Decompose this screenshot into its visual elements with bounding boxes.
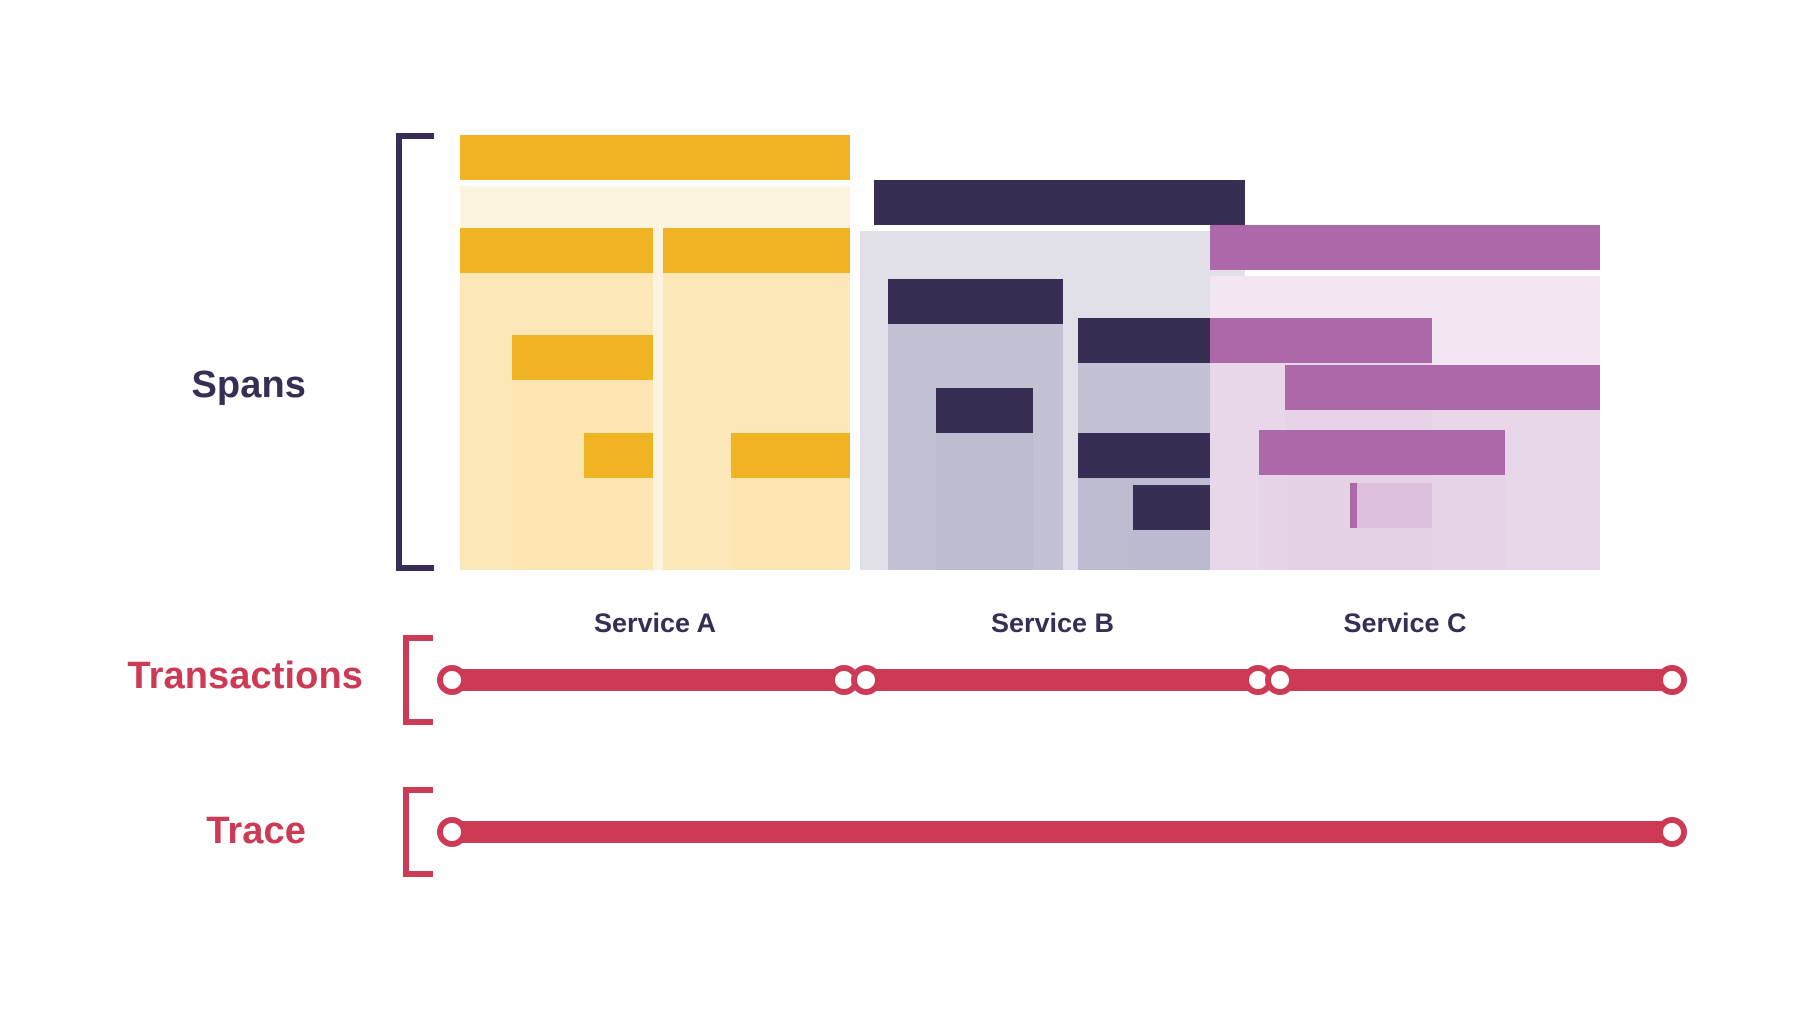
timeline-end-node — [1657, 665, 1687, 695]
service-group-a: Service A — [460, 0, 850, 638]
transactions-timeline — [0, 660, 1800, 700]
service-group-b: Service B — [860, 0, 1245, 638]
span-bar-head — [1357, 430, 1505, 475]
timeline-segment — [1280, 669, 1672, 691]
span-bar-head — [936, 388, 1033, 433]
timeline-start-node — [437, 817, 467, 847]
trace-timeline — [0, 812, 1800, 852]
span-bar-head — [584, 433, 653, 478]
row-label-spans: Spans — [191, 364, 306, 406]
span-bar-head — [888, 279, 1063, 324]
spans-bracket — [396, 133, 434, 571]
service-label: Service B — [990, 608, 1115, 638]
service-label: Service C — [1343, 608, 1467, 638]
span-bar-head — [1210, 318, 1432, 363]
span-bar — [460, 135, 850, 180]
span-bar-head — [460, 135, 850, 180]
timeline-start-node — [851, 665, 881, 695]
span-bar-head — [1133, 485, 1217, 530]
span-bar-head — [1078, 318, 1217, 363]
span-bar-head — [874, 180, 1245, 225]
span-bar — [1357, 430, 1505, 570]
timeline-segment — [866, 669, 1258, 691]
span-bar — [731, 433, 850, 570]
span-bar-head — [1078, 433, 1217, 478]
span-bar — [584, 433, 653, 570]
timeline-segment — [452, 821, 1672, 843]
trace-bracket — [403, 787, 433, 877]
span-bar — [936, 388, 1033, 570]
span-bar-head — [460, 228, 653, 273]
timeline-end-node — [1657, 817, 1687, 847]
span-bar-head — [731, 433, 850, 478]
row-label-trace: Trace — [206, 810, 306, 852]
timeline-segment — [452, 669, 844, 691]
span-bar — [1133, 485, 1217, 570]
transactions-bracket — [403, 635, 433, 725]
span-bar-head — [663, 228, 850, 273]
service-group-c: Service C — [1210, 0, 1600, 638]
span-bar — [1210, 225, 1600, 270]
timeline-start-node — [437, 665, 467, 695]
service-label: Service A — [593, 608, 717, 638]
spans-chart: Service A Service B Service C — [460, 0, 1600, 638]
timeline-start-node — [1265, 665, 1295, 695]
span-bar — [874, 180, 1245, 225]
row-label-transactions: Transactions — [127, 655, 363, 697]
span-bar-head — [1285, 365, 1600, 410]
span-bar-head — [1210, 225, 1600, 270]
span-bar-head — [512, 335, 653, 380]
